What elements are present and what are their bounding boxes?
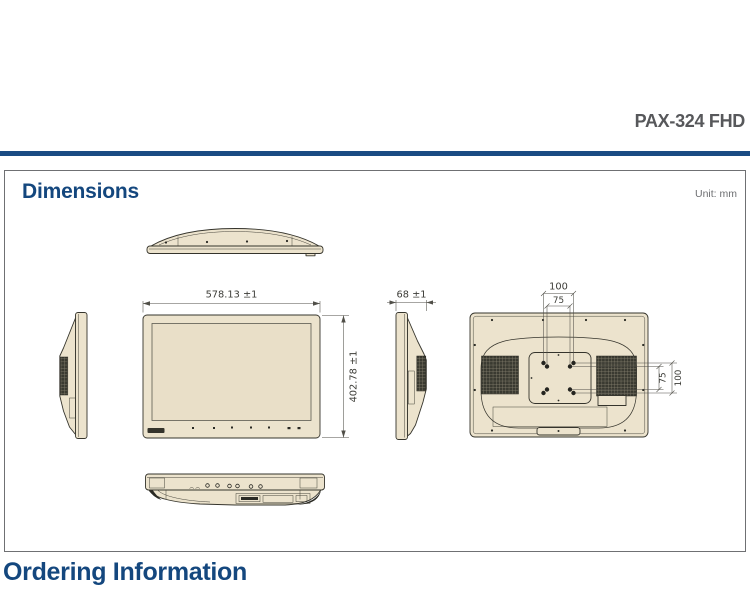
right-side-view-drawing: [395, 312, 427, 440]
front-control-buttons: [192, 426, 301, 430]
vesa-mount-plate: [528, 352, 592, 404]
front-width-label: 578.13 ±1: [206, 290, 258, 301]
depth-dimension: 68 ±1: [387, 290, 436, 311]
depth-label: 68 ±1: [396, 290, 426, 301]
vesa-right-dimensions: 100 75: [572, 360, 684, 396]
rear-view-drawing: [469, 312, 649, 438]
top-view-back-cover: [150, 228, 320, 247]
top-view-front-band: [146, 245, 324, 254]
bottom-left-shadow: [149, 490, 162, 500]
bottom-speaker-arcs: [189, 487, 201, 489]
right-side-vent-grille: [416, 355, 427, 392]
top-view-seams: [177, 236, 293, 246]
dimensions-heading: Dimensions: [22, 180, 140, 203]
vesa-horizontal-outer-label: 100: [549, 282, 568, 293]
bottom-button-holes: [205, 483, 263, 489]
bottom-view-drawing: [145, 473, 325, 506]
vesa-top-dimensions: 100 75: [540, 282, 577, 365]
rear-back-cover-outline: [480, 336, 637, 429]
vesa-mount-holes: [541, 360, 576, 396]
top-view-inner-curve: [158, 231, 312, 246]
left-side-vent-grille: [60, 356, 69, 396]
bottom-right-detail: [299, 477, 318, 489]
top-view-drawing: [146, 228, 324, 257]
vesa-horizontal-inner-label: 75: [553, 296, 564, 306]
left-side-view-drawing: [59, 312, 88, 439]
bottom-io-ports: [235, 493, 311, 504]
ordering-heading: Ordering Information: [3, 558, 248, 586]
right-side-detail: [408, 370, 415, 405]
bottom-left-detail: [149, 477, 165, 489]
left-side-panel: [75, 312, 88, 439]
front-width-dimension: 578.13 ±1: [142, 290, 321, 313]
bottom-hull-lines: [157, 490, 301, 503]
unit-label: Unit: mm: [695, 188, 737, 200]
bottom-front-band: [145, 473, 325, 491]
brand-logo-badge: [147, 428, 165, 433]
vesa-vertical-outer-label: 100: [674, 369, 684, 386]
right-side-panel: [395, 312, 408, 440]
top-view-tab: [305, 253, 316, 257]
rear-small-panel: [597, 395, 627, 406]
front-height-label: 402.78 ±1: [349, 351, 360, 403]
rear-left-vent-grille: [481, 355, 519, 395]
front-view-drawing: [142, 314, 321, 439]
vesa-plate-screws: [530, 354, 560, 402]
product-title: PAX-324 FHD: [634, 111, 746, 131]
front-height-dimension: 402.78 ±1: [322, 315, 360, 438]
left-side-detail: [69, 397, 76, 419]
front-screen: [151, 323, 312, 421]
header-divider: [0, 151, 750, 156]
top-view-screw-dots: [164, 239, 289, 244]
vesa-vertical-inner-label: 75: [659, 372, 669, 383]
rear-screw-dots: [473, 318, 645, 432]
rear-bottom-recess: [492, 406, 608, 427]
bottom-back-hull: [148, 489, 322, 506]
rear-right-vent-grille: [596, 355, 637, 397]
